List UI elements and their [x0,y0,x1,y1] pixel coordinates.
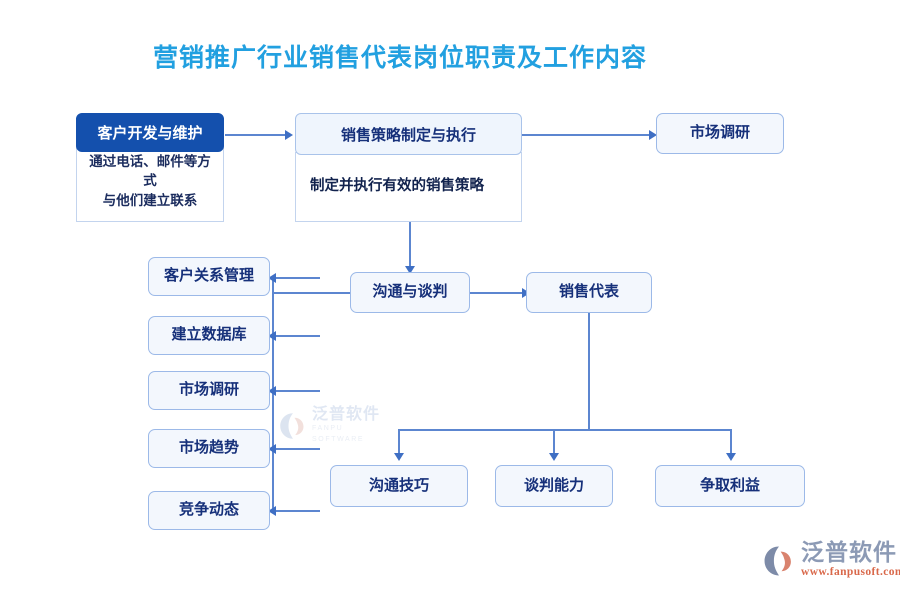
center-watermark-cn: 泛普软件 [312,405,381,423]
arrowhead-left-4 [268,444,276,454]
node-market-research-left[interactable]: 市场调研 [148,371,270,410]
connector-communication-to-sales-rep [470,292,526,294]
card-sales-strategy-body: 制定并执行有效的销售策略 [295,152,522,222]
node-market-trend[interactable]: 市场趋势 [148,429,270,468]
arrowhead-dev-to-strategy [285,130,293,140]
node-build-database[interactable]: 建立数据库 [148,316,270,355]
corner-watermark-cn: 泛普软件 [801,539,897,565]
node-customer-relationship-management[interactable]: 客户关系管理 [148,257,270,296]
card-customer-development-body: 通过电话、邮件等方式与他们建立联系 [76,140,224,222]
connector-bottom-2 [553,429,555,457]
connector-left-1 [272,277,320,279]
arrowhead-bottom-2 [549,453,559,461]
connector-dev-to-strategy [225,134,287,136]
node-market-research-top[interactable]: 市场调研 [656,113,784,154]
node-sales-representative[interactable]: 销售代表 [526,272,652,313]
connector-strategy-to-communication [409,222,411,270]
connector-bottom-3 [730,429,732,457]
node-negotiation-ability[interactable]: 谈判能力 [495,465,613,507]
connector-left-5 [272,510,320,512]
page-title: 营销推广行业销售代表岗位职责及工作内容 [152,44,647,72]
node-communication-negotiation[interactable]: 沟通与谈判 [350,272,470,313]
corner-watermark: 泛普软件 www.fanpusoft.com [762,541,900,581]
fanpu-logo-icon [278,411,308,441]
arrowhead-strategy-to-market-research [649,130,657,140]
arrowhead-left-2 [268,331,276,341]
bottom-split-bar [398,429,732,431]
center-watermark: 泛普软件 FANPU SOFTWARE [278,405,398,447]
connector-left-4 [272,448,320,450]
card-customer-development-header[interactable]: 客户开发与维护 [76,113,224,152]
connector-bottom-1 [398,429,400,457]
arrowhead-strategy-to-communication [405,266,415,274]
arrowhead-bottom-1 [394,453,404,461]
arrowhead-left-1 [268,273,276,283]
connector-strategy-to-market-research [522,134,652,136]
fanpu-logo-icon-corner [762,544,796,578]
connector-left-3 [272,390,320,392]
arrowhead-bottom-3 [726,453,736,461]
connector-sales-rep-down [588,312,590,430]
corner-watermark-en: www.fanpusoft.com [801,566,900,578]
node-communication-skills[interactable]: 沟通技巧 [330,465,468,507]
arrowhead-left-5 [268,506,276,516]
arrowhead-left-3 [268,386,276,396]
node-competitive-dynamics[interactable]: 竞争动态 [148,491,270,530]
connector-communication-to-left-trunk [272,292,352,294]
card-sales-strategy-header[interactable]: 销售策略制定与执行 [295,113,522,155]
node-win-benefits[interactable]: 争取利益 [655,465,805,507]
connector-left-2 [272,335,320,337]
center-watermark-en: FANPU SOFTWARE [312,424,365,443]
